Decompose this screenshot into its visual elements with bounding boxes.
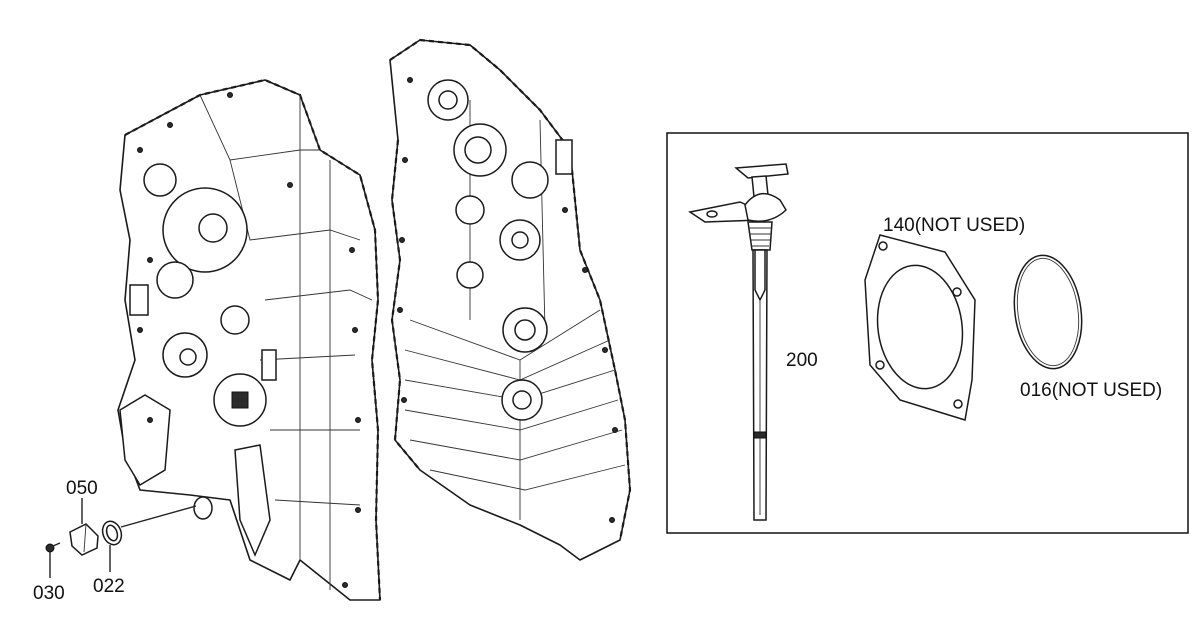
part-030-screw [45,542,61,553]
label-200: 200 [786,350,818,371]
part-200-dipstick [688,163,789,521]
part-140-gasket [864,234,976,421]
label-022: 022 [93,576,125,597]
part-022-seal-ring [101,520,123,546]
transmission-housing-front [117,78,382,601]
part-016-o-ring [1013,254,1083,370]
label-140: 140(NOT USED) [883,215,1025,236]
label-030: 030 [33,583,65,604]
label-016: 016(NOT USED) [1020,380,1162,401]
transmission-housing-rear [389,38,632,561]
label-050: 050 [66,478,98,499]
drain-plug-parts [45,498,197,578]
part-050-plug [69,523,99,556]
inset-box [666,132,1189,534]
